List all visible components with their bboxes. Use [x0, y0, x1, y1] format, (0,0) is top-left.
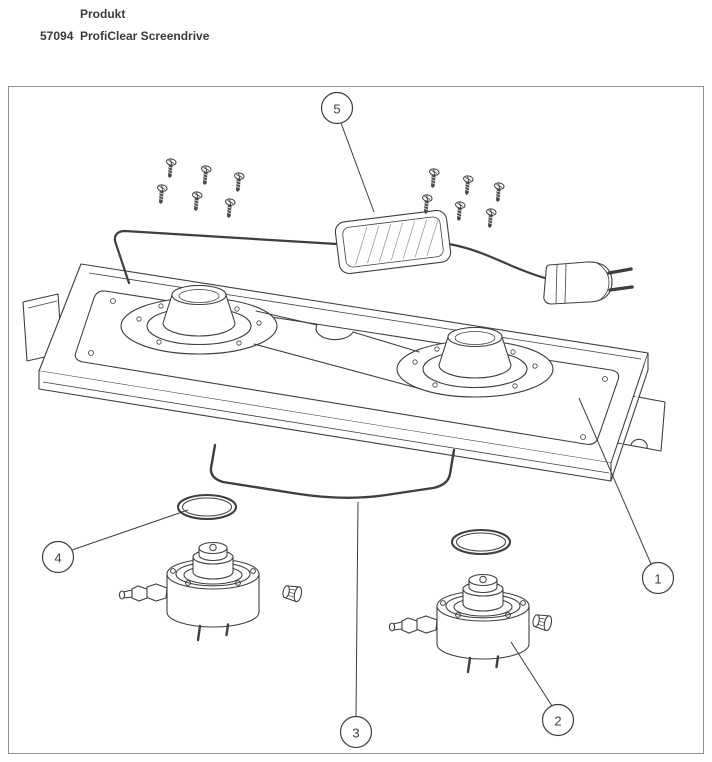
svg-text:3: 3: [352, 726, 359, 741]
plug-fitting-right: [531, 612, 554, 632]
transformer: [334, 209, 452, 275]
diagram-frame: 5 4 1 2: [8, 86, 704, 754]
plug-fitting-left: [281, 583, 304, 603]
article-number: 57094: [40, 29, 74, 43]
callouts: 5 4 1 2: [41, 91, 675, 749]
callout-2: 2: [510, 641, 575, 737]
linkage-rod: [209, 443, 456, 499]
svg-text:5: 5: [333, 102, 340, 117]
callout-3: 3: [339, 501, 373, 749]
svg-text:2: 2: [554, 714, 561, 729]
product-name: ProfiClear Screendrive: [80, 29, 210, 43]
o-ring-left: [176, 493, 238, 521]
plug-pins: [607, 267, 634, 292]
callout-4: 4: [41, 509, 189, 574]
power-plug: [543, 261, 634, 305]
product-label: Produkt: [80, 7, 126, 21]
power-cable: [113, 229, 547, 285]
drive-unit-left: [118, 541, 261, 642]
parts-diagram: 5 4 1 2: [22, 91, 675, 749]
callout-1: 1: [578, 397, 675, 595]
svg-text:1: 1: [654, 572, 661, 587]
motor-bosses: [120, 284, 554, 398]
o-ring-right: [450, 528, 512, 556]
svg-text:4: 4: [54, 551, 61, 566]
screws-left: [154, 157, 246, 220]
callout-5: 5: [320, 91, 375, 213]
drive-unit-right: [388, 573, 531, 674]
